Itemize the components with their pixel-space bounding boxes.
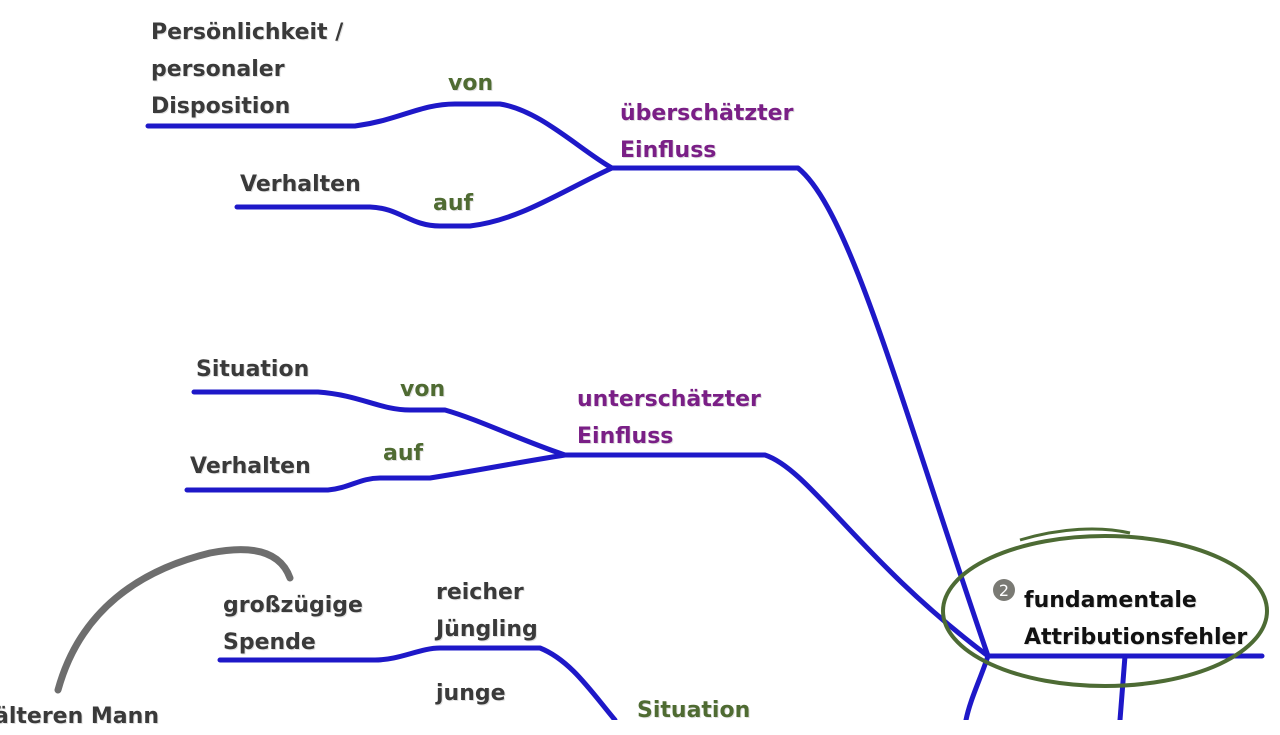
branch-line-underestimated-top-leaf (191, 389, 568, 458)
center-marker-number: 2 (999, 581, 1009, 600)
node-example-situation: Situation (637, 698, 751, 723)
center-label-line-2: Attributionsfehler (1024, 625, 1248, 650)
node-overestimated-influence: überschätzter Einfluss (620, 95, 793, 169)
branch-line-center-down-left (963, 653, 991, 720)
node-overestimated-line-1: überschätzter (620, 101, 794, 126)
branch-line-overestimated-bottom-leaf (234, 165, 615, 229)
sub-young: junge (436, 681, 506, 706)
center-highlight-ellipse-overstroke (1019, 527, 1131, 542)
center-node-label: fundamentale Attributionsfehler (1024, 582, 1247, 656)
center-highlight-ellipse (941, 534, 1269, 688)
node-overestimated-line-2: Einfluss (620, 138, 717, 163)
leaf-generous-line-2: Spende (223, 630, 316, 655)
connector-von-overestimated: von (448, 71, 494, 96)
curved-arrow (54, 546, 294, 694)
connector-auf-underestimated: auf (383, 441, 424, 466)
leaf-personality-line-3: Disposition (151, 94, 291, 119)
leaf-situation: Situation (196, 357, 310, 382)
leaf-personality-line-1: Persönlichkeit / (151, 20, 344, 45)
center-marker-circle (993, 579, 1015, 601)
branch-line-overestimated-stem (609, 165, 991, 659)
leaf-generous-donation: großzügige Spende (223, 587, 363, 661)
sub-rich-youth-line-1: reicher (436, 580, 524, 605)
leaf-behavior-underestimated: Verhalten (190, 454, 311, 479)
branch-lines (145, 101, 1265, 720)
node-underestimated-line-1: unterschätzter (577, 387, 761, 412)
branch-line-underestimated-stem (562, 452, 991, 659)
branch-line-example-leaf (217, 645, 618, 720)
leaf-older-man: älteren Mann (0, 704, 159, 729)
branch-line-overestimated-top-leaf (145, 101, 615, 171)
leaf-generous-line-1: großzügige (223, 593, 363, 618)
branch-line-underestimated-bottom-leaf (184, 452, 568, 493)
leaf-personality: Persönlichkeit / personaler Disposition (151, 14, 343, 125)
mindmap-canvas: 2 (54, 101, 1269, 720)
center-label-line-1: fundamentale (1024, 588, 1197, 613)
connector-von-underestimated: von (400, 377, 446, 402)
sub-rich-youth-line-2: Jüngling (436, 617, 538, 642)
branch-line-center-down-right (1117, 653, 1128, 720)
node-underestimated-line-2: Einfluss (577, 424, 674, 449)
leaf-personality-line-2: personaler (151, 57, 285, 82)
node-underestimated-influence: unterschätzter Einfluss (577, 381, 761, 455)
leaf-behavior-overestimated: Verhalten (240, 172, 361, 197)
sub-rich-youth: reicher Jüngling (436, 574, 538, 648)
connector-auf-overestimated: auf (433, 191, 474, 216)
